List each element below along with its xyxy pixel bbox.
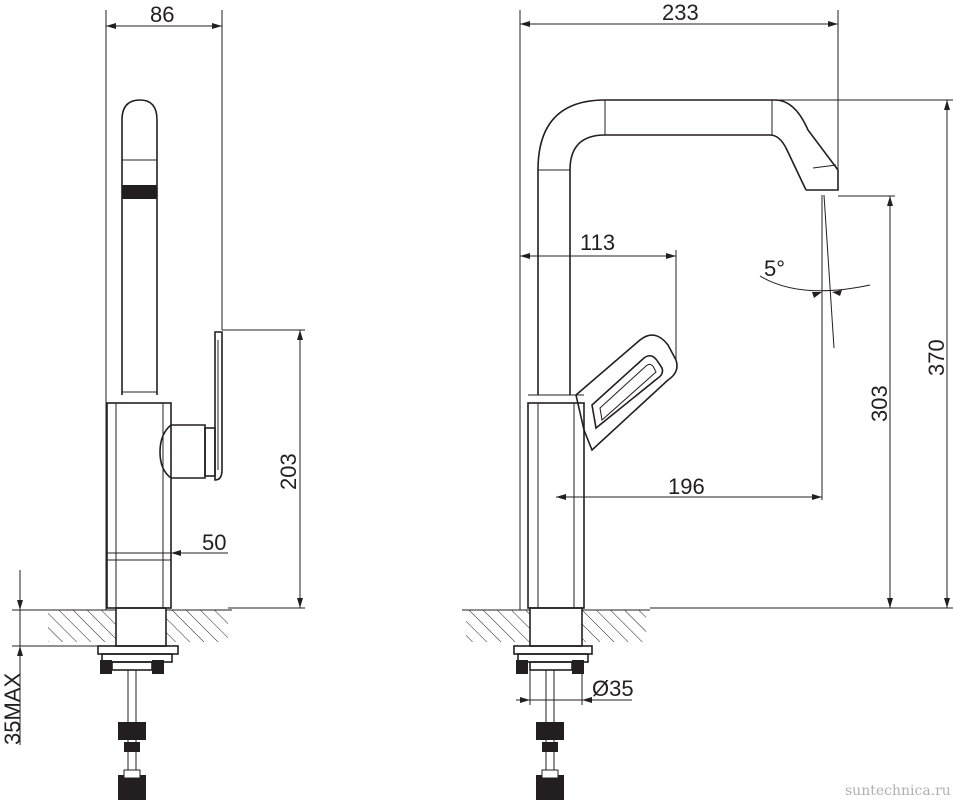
- dim-86: 86: [105, 2, 223, 610]
- watermark: suntechnica.ru: [845, 783, 951, 799]
- front-body: [527, 394, 585, 609]
- side-mounting: [97, 607, 179, 800]
- side-handle: [159, 331, 223, 481]
- side-view: 86 203: [0, 2, 305, 800]
- dim-370: 370: [772, 99, 953, 609]
- dim-113: 113: [520, 230, 677, 360]
- front-mounting: [513, 607, 593, 800]
- dim-50: 50: [107, 530, 228, 608]
- dim-angle-5: 5°: [759, 194, 871, 500]
- front-spout: [537, 99, 839, 395]
- dim-diameter-35: Ø35: [516, 665, 634, 705]
- dim-86-label: 86: [150, 2, 174, 27]
- dim-angle-label: 5°: [764, 256, 785, 281]
- side-body: [106, 402, 172, 609]
- dim-203: 203: [222, 329, 305, 609]
- dim-203-label: 203: [276, 453, 301, 490]
- side-spout: [121, 99, 158, 395]
- dim-196-label: 196: [668, 474, 705, 499]
- dim-50-label: 50: [202, 530, 226, 555]
- dim-233: 233: [519, 0, 839, 610]
- dim-35max-label: 35MAX: [0, 673, 25, 745]
- dim-196: 196: [556, 474, 822, 500]
- front-handle: [575, 334, 678, 452]
- dim-35max: 35MAX: [0, 570, 98, 745]
- dim-diameter-label: Ø35: [592, 676, 634, 701]
- front-view: 233: [462, 0, 953, 800]
- dim-370-label: 370: [924, 339, 949, 376]
- dim-113-label: 113: [580, 230, 615, 255]
- dim-303: 303: [650, 195, 895, 609]
- dim-303-label: 303: [867, 385, 892, 422]
- dim-233-label: 233: [662, 0, 699, 25]
